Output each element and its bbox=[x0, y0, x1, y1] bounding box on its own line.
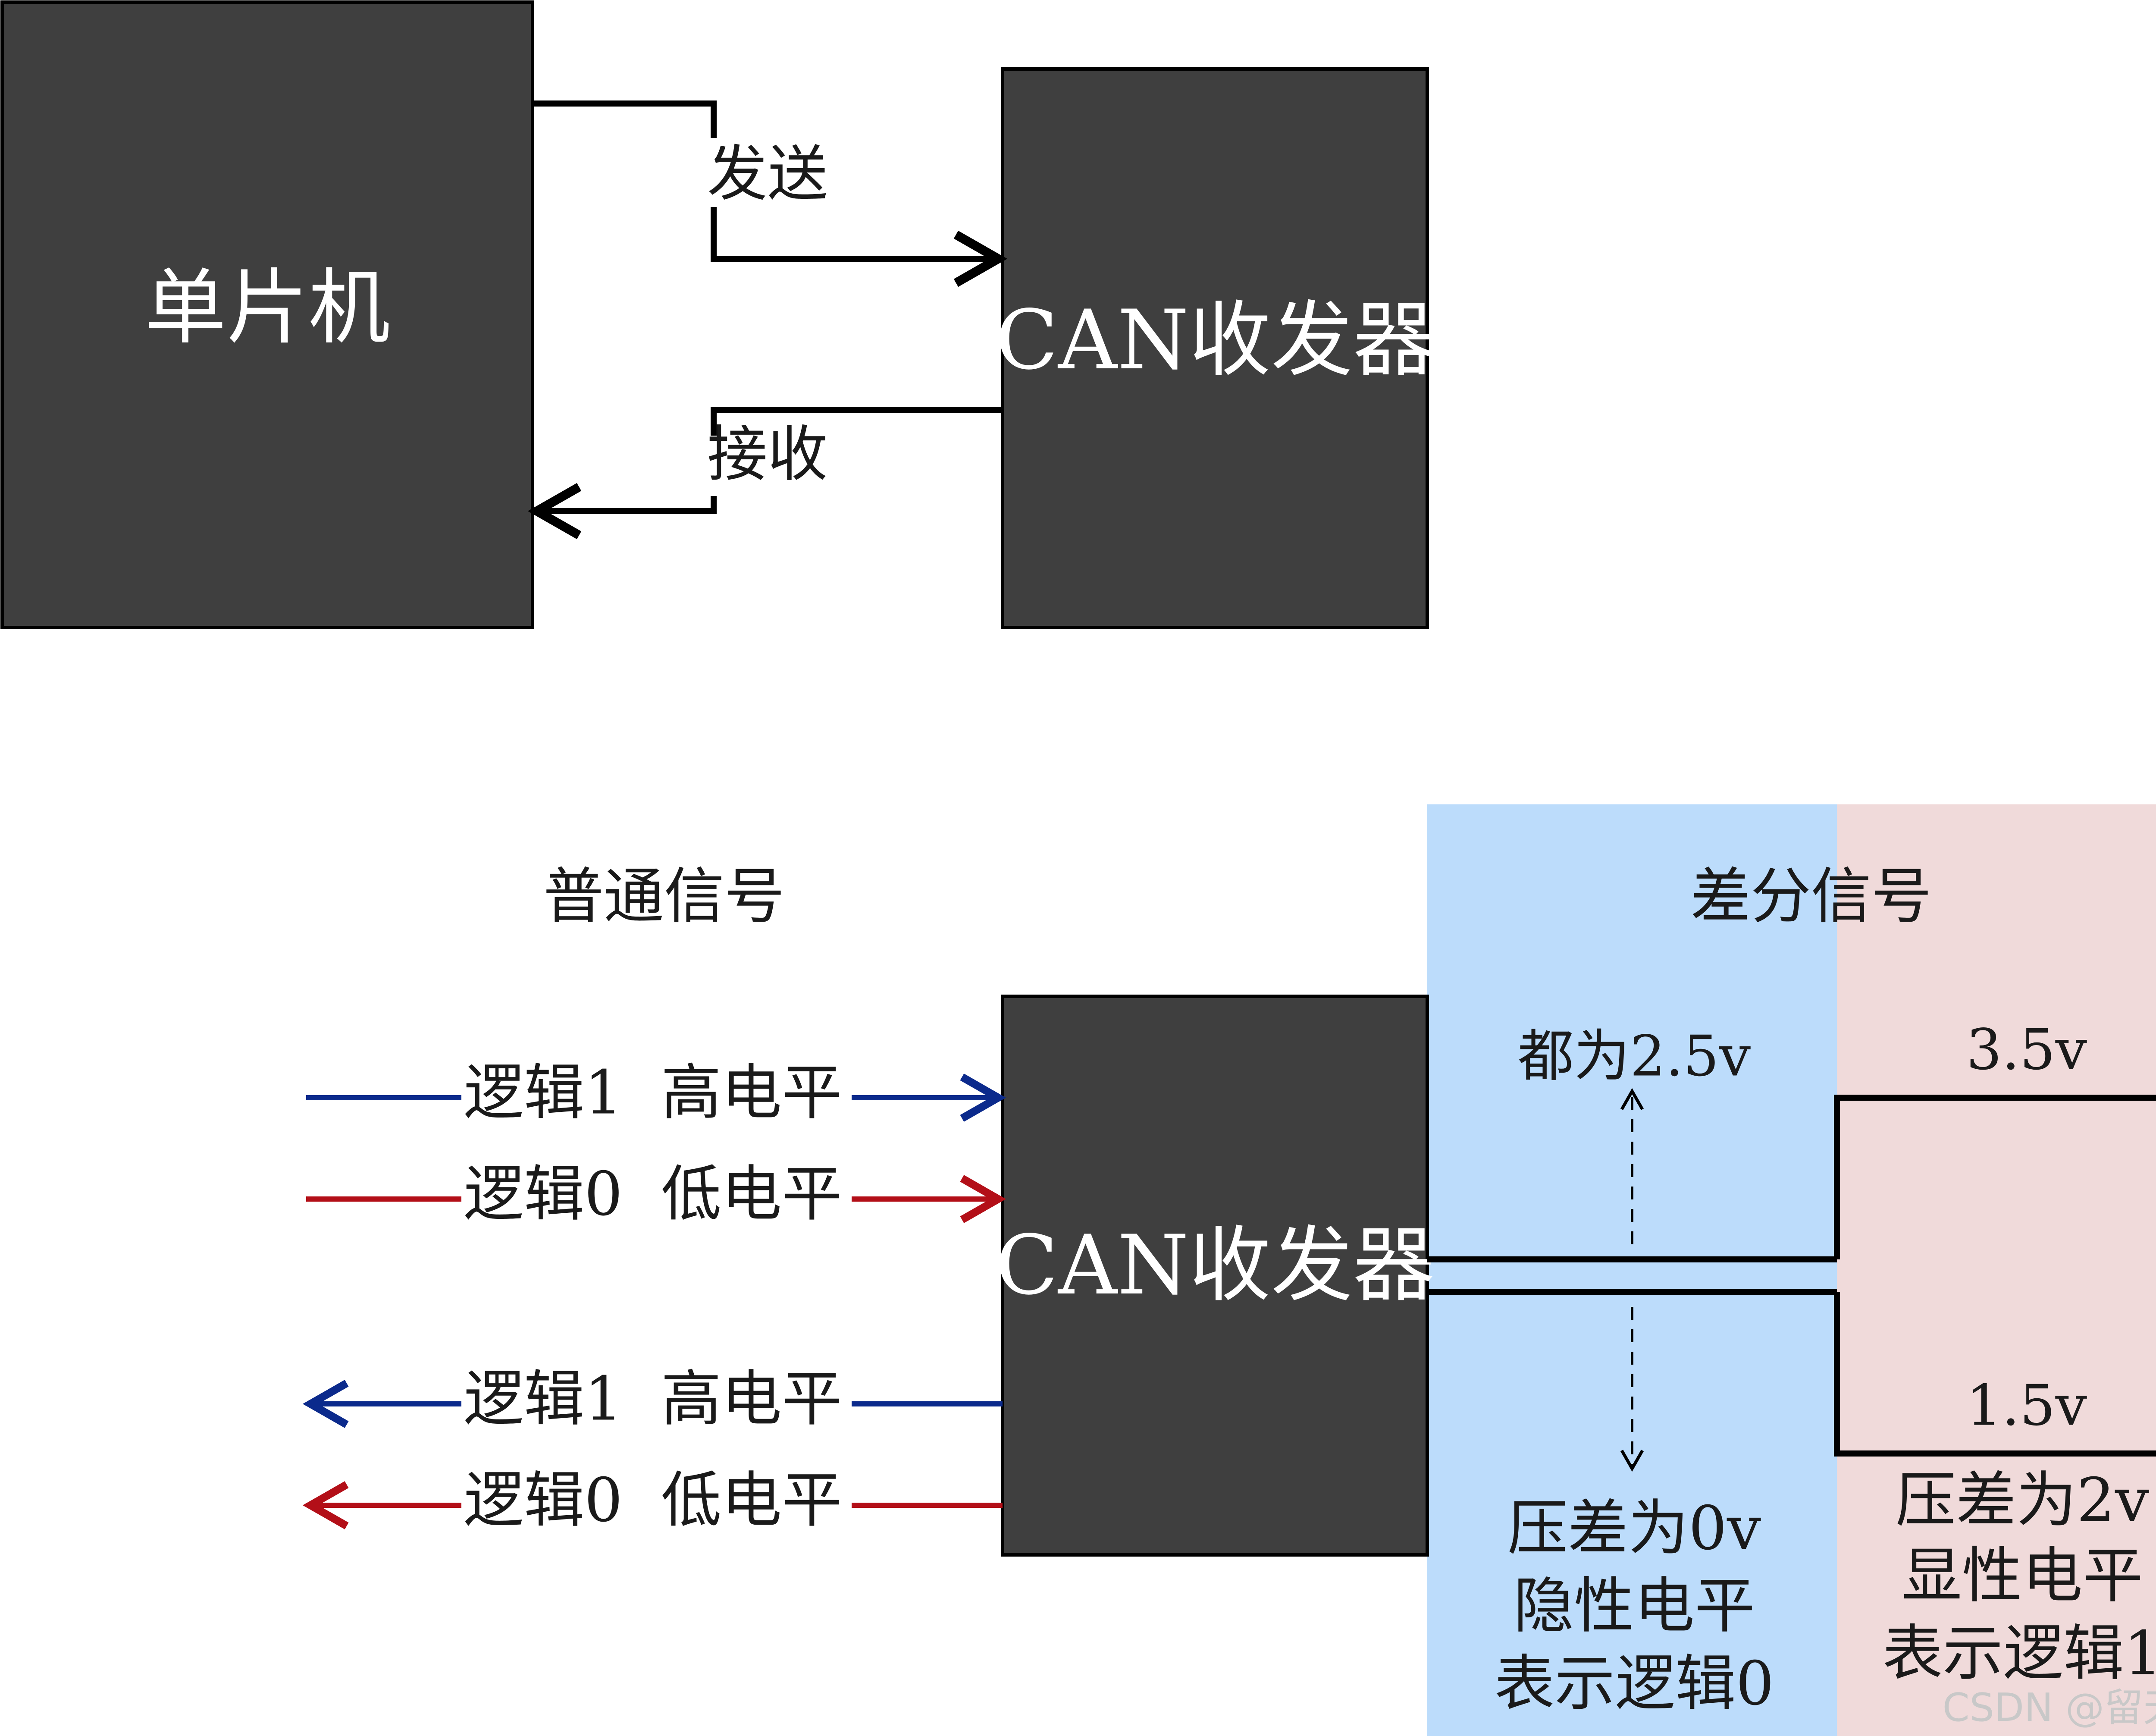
differential-signal-title: 差分信号 bbox=[1690, 862, 1932, 932]
normal-signal-title: 普通信号 bbox=[543, 862, 785, 932]
top-diagram: 单片机 CAN收发器 发送 接收 bbox=[0, 0, 1435, 629]
watermark: CSDN @留天橙 bbox=[1943, 1685, 2156, 1730]
dominant-region bbox=[1837, 804, 2156, 1736]
mcu-box bbox=[0, 0, 534, 629]
output-label-high: 逻辑1 高电平 bbox=[464, 1364, 842, 1435]
dominant-low-waveform bbox=[1834, 1292, 2156, 1457]
mcu-label: 单片机 bbox=[144, 260, 390, 355]
recessive-region bbox=[1427, 804, 1837, 1736]
input-label-low: 逻辑0 低电平 bbox=[464, 1159, 842, 1230]
recessive-line1: 压差为0v bbox=[1507, 1494, 1761, 1564]
send-arrow bbox=[711, 207, 1008, 287]
receive-arrow bbox=[527, 483, 717, 540]
recessive-both-label: 都为2.5v bbox=[1518, 1023, 1751, 1089]
output-label-low: 逻辑0 低电平 bbox=[464, 1466, 842, 1536]
transceiver-box-bottom bbox=[1001, 995, 1429, 1557]
transceiver-label-bottom: CAN收发器 bbox=[996, 1218, 1435, 1313]
transceiver-label-top: CAN收发器 bbox=[996, 292, 1435, 388]
bottom-diagram: 普通信号 差分信号 CAN收发器 逻辑1 高电平 逻辑0 低电平 逻辑1 高电平… bbox=[302, 804, 2156, 1736]
dominant-line1: 压差为2v bbox=[1896, 1466, 2149, 1536]
recessive-line2: 隐性电平 bbox=[1514, 1571, 1755, 1642]
dominant-high-waveform bbox=[1834, 1095, 2156, 1259]
receive-line bbox=[711, 407, 1003, 436]
dominant-line2: 显性电平 bbox=[1902, 1541, 2143, 1611]
dominant-low-label: 1.5v bbox=[1966, 1373, 2087, 1438]
recessive-line3: 表示逻辑0 bbox=[1494, 1649, 1774, 1719]
send-line bbox=[533, 100, 717, 138]
dominant-high-label: 3.5v bbox=[1966, 1017, 2087, 1083]
dominant-line3: 表示逻辑1 bbox=[1882, 1619, 2156, 1689]
receive-label: 接收 bbox=[707, 420, 828, 490]
send-label: 发送 bbox=[707, 139, 828, 210]
input-label-high: 逻辑1 高电平 bbox=[464, 1058, 842, 1128]
transceiver-box-top bbox=[1001, 67, 1429, 629]
